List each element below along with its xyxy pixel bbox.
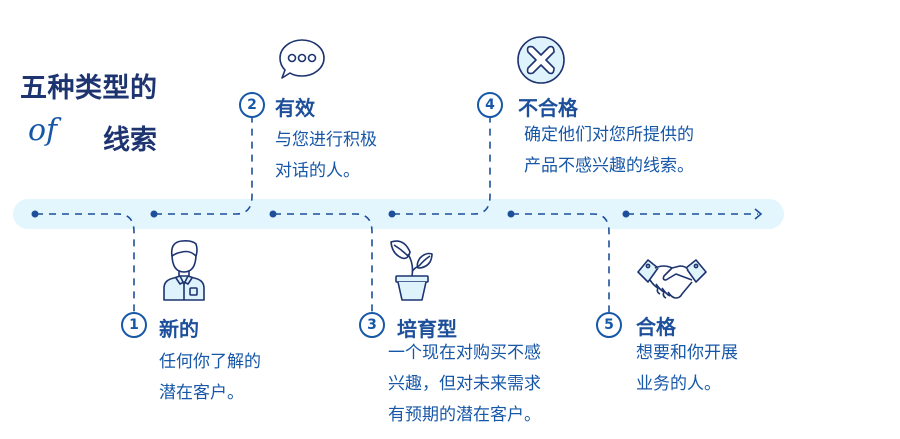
timeline-dot-5 (507, 210, 515, 218)
step-desc-1: 任何你了解的 潜在客户。 (159, 347, 261, 409)
step-desc-3-line3: 有预期的潜在客户。 (388, 405, 541, 425)
step-number-3: 3 (359, 312, 385, 338)
arrow-head-icon (754, 208, 763, 220)
step-desc-3: 一个现在对购买不感 兴趣，但对未来需求 有预期的潜在客户。 (388, 338, 541, 431)
timeline-dot-1 (31, 210, 39, 218)
title-line2: 线索 (103, 125, 157, 156)
step-title-1: 新的 (159, 317, 199, 341)
step-number-1: 1 (121, 312, 147, 338)
connector-4 (393, 118, 491, 215)
timeline-dot-3 (269, 210, 277, 218)
step-desc-3-line2: 兴趣，但对未来需求 (388, 374, 541, 394)
timeline-dot-4 (388, 210, 396, 218)
step-number-5: 5 (596, 312, 622, 338)
step-desc-3-line1: 一个现在对购买不感 (388, 343, 541, 363)
step-desc-4-line2: 产品不感兴趣的线索。 (524, 156, 694, 176)
connector-2 (155, 118, 253, 215)
step-number-2: 2 (239, 92, 265, 118)
timeline-dot-2 (150, 210, 158, 218)
title-of: of (28, 113, 58, 148)
step-desc-1-line2: 潜在客户。 (159, 383, 244, 403)
step-desc-5: 想要和你开展 业务的人。 (636, 338, 738, 400)
timeline-dot-6 (622, 210, 630, 218)
step-desc-2-line1: 与您进行积极 (275, 130, 377, 150)
connector-3 (274, 213, 373, 312)
step-desc-4: 确定他们对您所提供的 产品不感兴趣的线索。 (524, 120, 694, 182)
step-title-5: 合格 (636, 315, 676, 339)
step-desc-1-line1: 任何你了解的 (159, 352, 261, 372)
step-title-2: 有效 (275, 96, 315, 120)
title-line1: 五种类型的 (20, 73, 158, 104)
step-desc-2-line2: 对话的人。 (275, 161, 360, 181)
step-title-3: 培育型 (397, 317, 457, 341)
chat-bubble-icon (278, 38, 328, 84)
handshake-icon (636, 258, 708, 304)
connector-1 (36, 213, 135, 312)
person-icon (160, 238, 208, 302)
plant-icon (388, 238, 436, 302)
step-desc-5-line1: 想要和你开展 (636, 343, 738, 363)
step-desc-2: 与您进行积极 对话的人。 (275, 125, 377, 187)
x-circle-icon (516, 35, 566, 85)
step-title-4: 不合格 (518, 96, 578, 120)
step-desc-4-line1: 确定他们对您所提供的 (524, 125, 694, 145)
connector-5 (512, 213, 610, 312)
step-desc-5-line2: 业务的人。 (636, 374, 721, 394)
step-number-4: 4 (477, 92, 503, 118)
